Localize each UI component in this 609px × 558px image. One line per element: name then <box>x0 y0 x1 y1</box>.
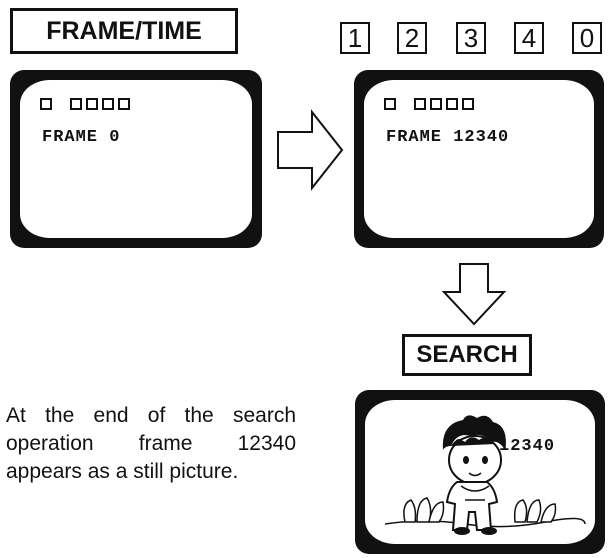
box-icon <box>86 98 98 110</box>
boy-illustration <box>384 415 586 535</box>
frame-readout: FRAME 12340 <box>386 128 510 147</box>
box-icon <box>118 98 130 110</box>
box-icon <box>446 98 458 110</box>
box-icon <box>384 98 396 110</box>
caption-text: At the end of the search operation frame… <box>6 404 296 483</box>
frame-number: 12340 <box>499 437 556 456</box>
screen-display: FRAME 12340 <box>364 80 594 238</box>
digit-key-4[interactable]: 4 <box>514 22 544 54</box>
placeholder-boxes <box>384 98 474 110</box>
box-icon <box>414 98 426 110</box>
screen-display: FRAME 0 <box>20 80 252 238</box>
box-icon <box>70 98 82 110</box>
box-icon <box>40 98 52 110</box>
box-icon <box>462 98 474 110</box>
frame-time-button[interactable]: FRAME/TIME <box>10 8 238 54</box>
frame-readout: FRAME 0 <box>42 128 121 147</box>
digit-key-2[interactable]: 2 <box>397 22 427 54</box>
placeholder-boxes <box>40 98 130 110</box>
digit-key-3[interactable]: 3 <box>456 22 486 54</box>
screen-display: 3 12340 <box>365 400 595 544</box>
tv-screen-before: FRAME 0 <box>10 70 262 248</box>
box-icon <box>430 98 442 110</box>
right-arrow-icon <box>277 109 344 191</box>
down-arrow-icon <box>441 263 507 326</box>
search-button[interactable]: SEARCH <box>402 334 532 376</box>
digit-key-1[interactable]: 1 <box>340 22 370 54</box>
tv-screen-after: FRAME 12340 <box>354 70 604 248</box>
digit-key-0[interactable]: 0 <box>572 22 602 54</box>
tv-screen-still: 3 12340 <box>355 390 605 554</box>
box-icon <box>102 98 114 110</box>
